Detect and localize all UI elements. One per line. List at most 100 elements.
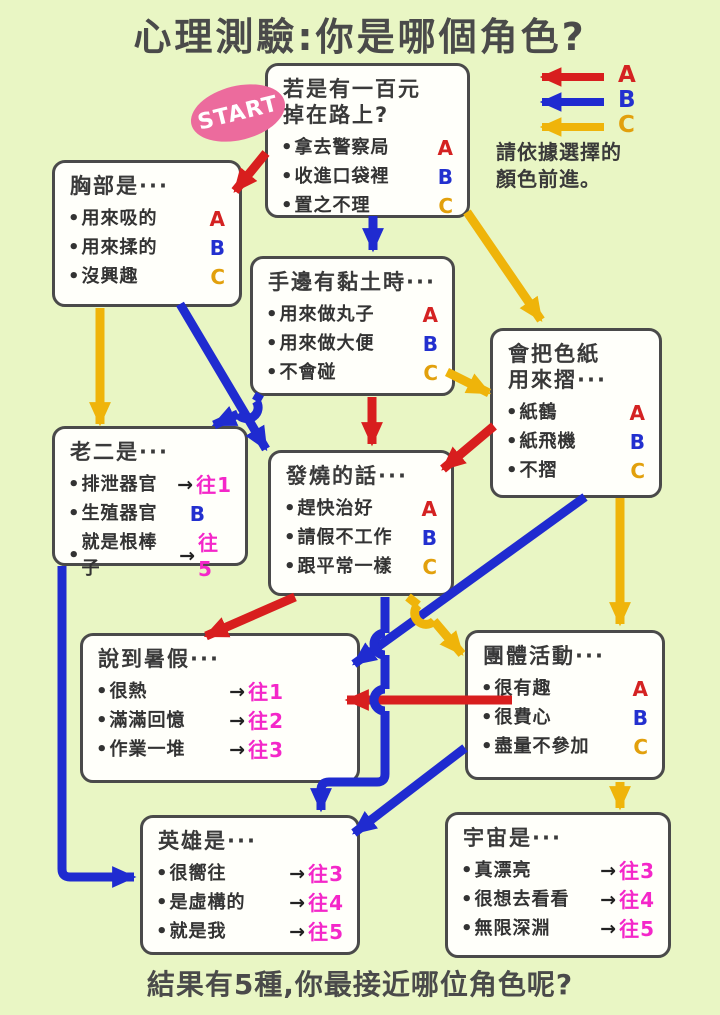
option-bullet: • [481, 736, 494, 757]
goto-arrow: → [289, 921, 307, 943]
option-bullet: • [281, 166, 294, 187]
option-text: 紙飛機 [519, 431, 577, 452]
option-text: 生殖器官 [81, 503, 158, 524]
question-title: 若是有一百元 掉在路上? [283, 77, 421, 127]
option-bullet: • [281, 195, 294, 216]
option-text: 請假不工作 [297, 527, 393, 548]
option-tag: →往5 [283, 919, 344, 945]
option-bullet: • [284, 527, 297, 548]
option-tag: →往1 [223, 679, 284, 705]
arrow-fever-a-to-summer [203, 592, 297, 641]
option-tag: A [437, 136, 454, 160]
goto-arrow: → [600, 889, 618, 911]
option-tag: B [422, 332, 439, 356]
goto-arrow: → [289, 863, 307, 885]
option-bullet: • [506, 460, 519, 481]
option-tag: C [633, 735, 649, 759]
goto-arrow: → [179, 545, 197, 567]
goto-arrow: → [229, 681, 247, 703]
question-title: 胸部是··· [70, 174, 169, 198]
option-text: 置之不理 [294, 195, 371, 216]
option-row: •很想去看看 →往4 [461, 887, 655, 913]
goto-label: 往5 [308, 920, 344, 944]
option-bullet: • [68, 503, 81, 524]
option-tag: C [422, 555, 438, 579]
option-bullet: • [266, 333, 279, 354]
option-tag: →往3 [223, 737, 284, 763]
option-tag: B [209, 236, 226, 260]
option-text: 很費心 [494, 707, 552, 728]
start-label: START [195, 90, 281, 136]
goto-label: 往4 [619, 888, 655, 912]
option-bullet: • [96, 710, 109, 731]
option-bullet: • [68, 208, 81, 229]
option-text: 很想去看看 [474, 889, 570, 910]
goto-label: 往5 [198, 531, 220, 581]
option-bullet: • [156, 921, 169, 942]
option-tag: →往3 [283, 861, 344, 887]
option-bullet: • [281, 137, 294, 158]
option-tag: A [421, 497, 438, 521]
option-bullet: • [96, 739, 109, 760]
option-text: 收進口袋裡 [294, 166, 390, 187]
option-bullet: • [506, 431, 519, 452]
legend-label-a: A [618, 62, 636, 88]
option-bullet: • [481, 678, 494, 699]
option-text: 趕快治好 [297, 498, 374, 519]
arrow-fever-c-seg1 [405, 593, 421, 609]
option-tag: C [423, 361, 439, 385]
option-bullet: • [461, 889, 474, 910]
option-tag: A [422, 303, 439, 327]
option-row: •排泄器官→往1 [68, 472, 232, 498]
option-text: 真漂亮 [474, 860, 532, 881]
question-title: 發燒的話··· [286, 464, 408, 488]
arrow-clay-b-hop [234, 398, 263, 424]
goto-label: 往1 [196, 473, 232, 497]
option-tag: →往3 [594, 858, 655, 884]
goto-arrow: → [600, 860, 618, 882]
goto-label: 往3 [619, 859, 655, 883]
option-tag: →往1 [171, 472, 232, 498]
goto-arrow: → [600, 918, 618, 940]
option-row: •真漂亮→往3 [461, 858, 655, 884]
option-tag: →往5 [594, 916, 655, 942]
option-row: •很熱→往1 [96, 679, 344, 705]
option-text: 無限深淵 [474, 918, 551, 939]
option-tag: C [438, 194, 454, 218]
option-text: 不摺 [519, 460, 558, 481]
question-box-universe: 宇宙是··· •真漂亮→往3 •很想去看看→往4 •無限深淵→往5 [445, 812, 671, 958]
option-row: •置之不理 C [281, 193, 454, 219]
option-tag: B [421, 526, 438, 550]
option-bullet: • [461, 918, 474, 939]
option-bullet: • [506, 402, 519, 423]
question-title: 說到暑假··· [98, 647, 220, 671]
legend-note: 請依據選擇的 顏色前進。 [496, 140, 622, 191]
option-tag: →往5 [173, 530, 232, 582]
option-text: 用來做丸子 [279, 304, 375, 325]
option-row: •生殖器官 B [68, 501, 232, 527]
option-row: •無限深淵 →往5 [461, 916, 655, 942]
option-row: •就是我 →往5 [156, 919, 344, 945]
option-text: 就是我 [169, 921, 227, 942]
arrow-q1-c-to-paper [463, 209, 545, 323]
legend-label-b: B [618, 87, 636, 113]
option-tag: →往4 [594, 887, 655, 913]
option-bullet: • [68, 266, 81, 287]
goto-label: 往5 [619, 917, 655, 941]
option-text: 不會碰 [279, 362, 337, 383]
option-tag: B [189, 502, 206, 526]
arrow-clay-b-to-second-end [211, 405, 240, 430]
option-tag: A [629, 401, 646, 425]
